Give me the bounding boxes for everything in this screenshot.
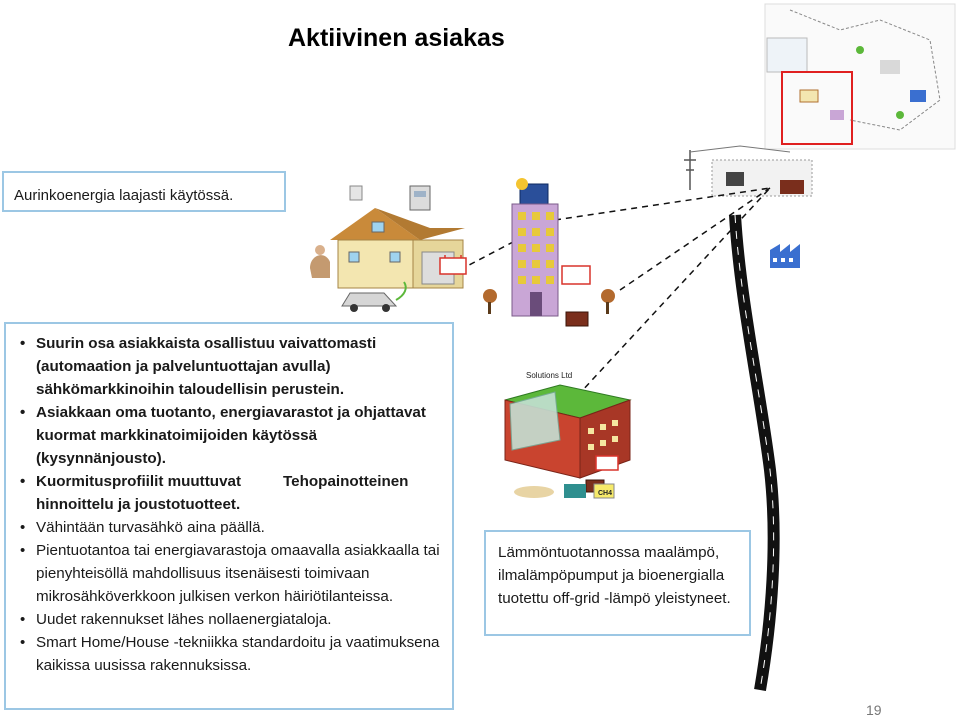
smart-home-house: [310, 185, 467, 289]
solar-callout-text: Aurinkoenergia laajasti käytössä.: [14, 187, 234, 204]
bullet-item: Pientuotantoa tai energiavarastoja omaav…: [18, 539, 444, 608]
bullet-item: Asiakkaan oma tuotanto, energiavarastot …: [18, 401, 444, 470]
apartment-tower: [483, 178, 615, 317]
ch4-label: CH4: [598, 490, 612, 497]
bullet-list: Suurin osa asiakkaista osallistuu vaivat…: [18, 332, 444, 677]
customer-bullets-box: Suurin osa asiakkaista osallistuu vaivat…: [4, 322, 454, 710]
grid-overview-thumbnail: [764, 3, 956, 150]
bullet-item: Uudet rakennukset lähes nollaenergiatalo…: [18, 608, 444, 631]
bullet-item: Suurin osa asiakkaista osallistuu vaivat…: [18, 332, 444, 401]
factory-icon: [770, 244, 800, 268]
page-title: Aktiivinen asiakas: [288, 24, 505, 52]
bullet-item: Smart Home/House -tekniikka standardoitu…: [18, 631, 444, 677]
electric-car: [341, 281, 407, 312]
power-substation: [684, 145, 813, 197]
road-cabinet-1: [565, 311, 589, 327]
heating-callout-text: Lämmöntuotannossa maalämpö, ilmalämpöpum…: [498, 544, 731, 607]
main-road: [729, 214, 780, 692]
solar-callout: Aurinkoenergia laajasti käytössä.: [2, 171, 286, 212]
page-number: 19: [866, 702, 882, 718]
bullet-item: Vähintään turvasähkö aina päällä.: [18, 516, 444, 539]
company-label: Solutions Ltd: [526, 371, 572, 380]
company-building: Solutions Ltd CH4: [504, 371, 632, 499]
bullet-item: Kuormitusprofiilit muuttuvatTehopainotte…: [18, 470, 444, 516]
heating-callout: Lämmöntuotannossa maalämpö, ilmalämpöpum…: [484, 530, 751, 636]
